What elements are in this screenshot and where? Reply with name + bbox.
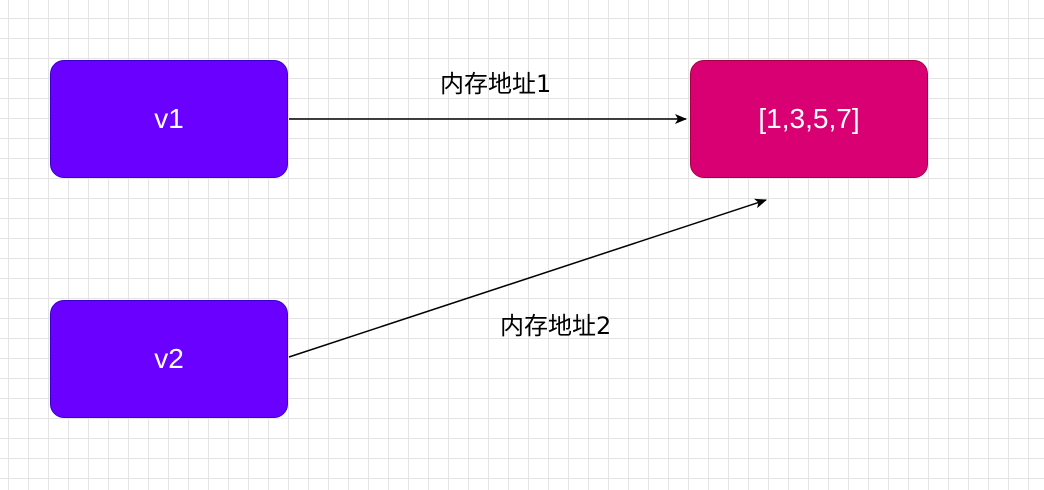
edge-label-address-2: 内存地址2 — [500, 312, 612, 340]
node-v1[interactable]: v1 — [50, 60, 288, 178]
edge-label-address-1: 内存地址1 — [440, 70, 552, 98]
node-list-value-label: [1,3,5,7] — [758, 103, 860, 134]
node-v2[interactable]: v2 — [50, 300, 288, 418]
edge-v2-to-list — [288, 198, 767, 358]
node-v2-label: v2 — [154, 343, 184, 374]
node-v1-label: v1 — [154, 103, 184, 134]
node-list-value[interactable]: [1,3,5,7] — [690, 60, 928, 178]
